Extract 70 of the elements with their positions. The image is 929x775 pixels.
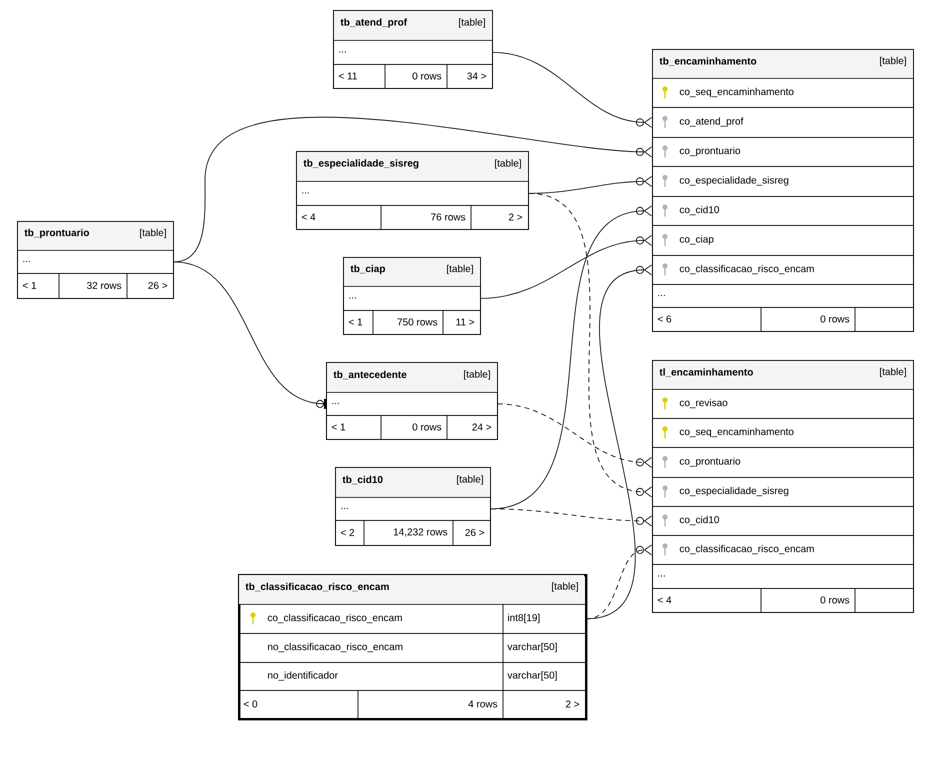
table-header: tl_encaminhamento [table] (653, 361, 912, 389)
node-label: [table] (457, 475, 483, 485)
column-row: co_revisao (652, 389, 914, 419)
table-header: tb_encaminhamento [table] (653, 50, 912, 78)
relationship-line (585, 544, 652, 620)
node-label: [table] (447, 264, 473, 274)
relationship-line (528, 193, 652, 498)
table-header: tb_atend_prof [table] (334, 11, 491, 40)
table-header: tb_classificacao_risco_encam [table] (239, 575, 584, 604)
node-label: [table] (880, 368, 906, 378)
table-header: tb_antecedente [table] (327, 363, 496, 392)
column-row: co_especialidade_sisreg (652, 477, 914, 507)
row-count-row: < 1 750 rows 11 > (343, 310, 481, 335)
relationship-line (490, 508, 652, 526)
column-row: co_ciap (652, 225, 914, 256)
column-row: co_classificacao_risco_encam (652, 535, 914, 565)
node-label: tb_prontuario (24, 228, 90, 238)
node-label: tb_cid10 (342, 476, 383, 484)
row-count-row: < 1 32 rows 26 > (17, 272, 174, 299)
column-row: co_prontuario (652, 447, 914, 478)
node-label: tb_especialidade_sisreg (304, 159, 418, 169)
column-row: ... (343, 286, 481, 311)
node-label: int8[19] (508, 614, 540, 624)
column-row: ... (652, 564, 914, 589)
column-row: co_especialidade_sisreg (652, 166, 914, 197)
column-row: ... (335, 497, 491, 521)
column-row: co_classificacao_risco_encam int8[19] (238, 604, 586, 634)
node-label: tb_encaminhamento (660, 57, 756, 66)
column-row: co_prontuario (652, 137, 914, 167)
column-row: co_atend_prof (652, 107, 914, 138)
column-row: co_seq_encaminhamento (652, 418, 914, 448)
column-row: co_cid10 (652, 506, 914, 536)
row-count-row: < 2 14,232 rows 26 > (335, 520, 491, 546)
table-header: tb_prontuario [table] (18, 222, 172, 250)
row-count-row: < 11 0 rows 34 > (333, 64, 493, 89)
node-label: tb_atend_prof (340, 18, 408, 28)
relationship-line (492, 52, 652, 128)
node-label: tl_encaminhamento (660, 368, 753, 377)
row-count-row: < 1 0 rows 24 > (326, 414, 498, 440)
node-label: [table] (459, 18, 485, 28)
node-label: co_classificacao_risco_encam (268, 614, 402, 624)
column-row: ... (17, 250, 174, 274)
column-row: ... (296, 181, 529, 206)
row-count-row: < 0 4 rows 2 > (238, 690, 586, 719)
node-label: tb_classificacao_risco_encam (246, 582, 389, 592)
node-label: tb_antecedente (334, 370, 406, 380)
table-header: tb_especialidade_sisreg [table] (297, 152, 527, 181)
column-row: ... (326, 392, 498, 416)
node-label: tb_ciap (350, 264, 386, 274)
node-label: [table] (552, 582, 578, 592)
column-row: co_seq_encaminhamento (652, 78, 914, 108)
node-label: [table] (880, 56, 906, 66)
row-count-row: < 4 76 rows 2 > (296, 204, 529, 230)
column-row: ... (333, 40, 493, 65)
column-row: no_identificador varchar[50] (238, 662, 586, 691)
node-label: [table] (140, 228, 166, 238)
column-row: co_cid10 (652, 196, 914, 226)
table-header: tb_ciap [table] (344, 258, 479, 286)
relationship-line (173, 262, 326, 409)
relationship-line (480, 235, 652, 299)
node-label: [table] (495, 159, 521, 169)
column-row: no_classificacao_risco_encam varchar[50] (238, 632, 586, 663)
relationship-line (585, 264, 652, 620)
row-count-row: < 6 0 rows (652, 306, 914, 332)
column-row: ... (652, 284, 914, 308)
column-row: co_classificacao_risco_encam (652, 255, 914, 285)
relationship-line (497, 404, 652, 468)
table-header: tb_cid10 [table] (336, 468, 489, 497)
node-label: [table] (464, 370, 490, 380)
row-count-row: < 4 0 rows (652, 588, 914, 613)
